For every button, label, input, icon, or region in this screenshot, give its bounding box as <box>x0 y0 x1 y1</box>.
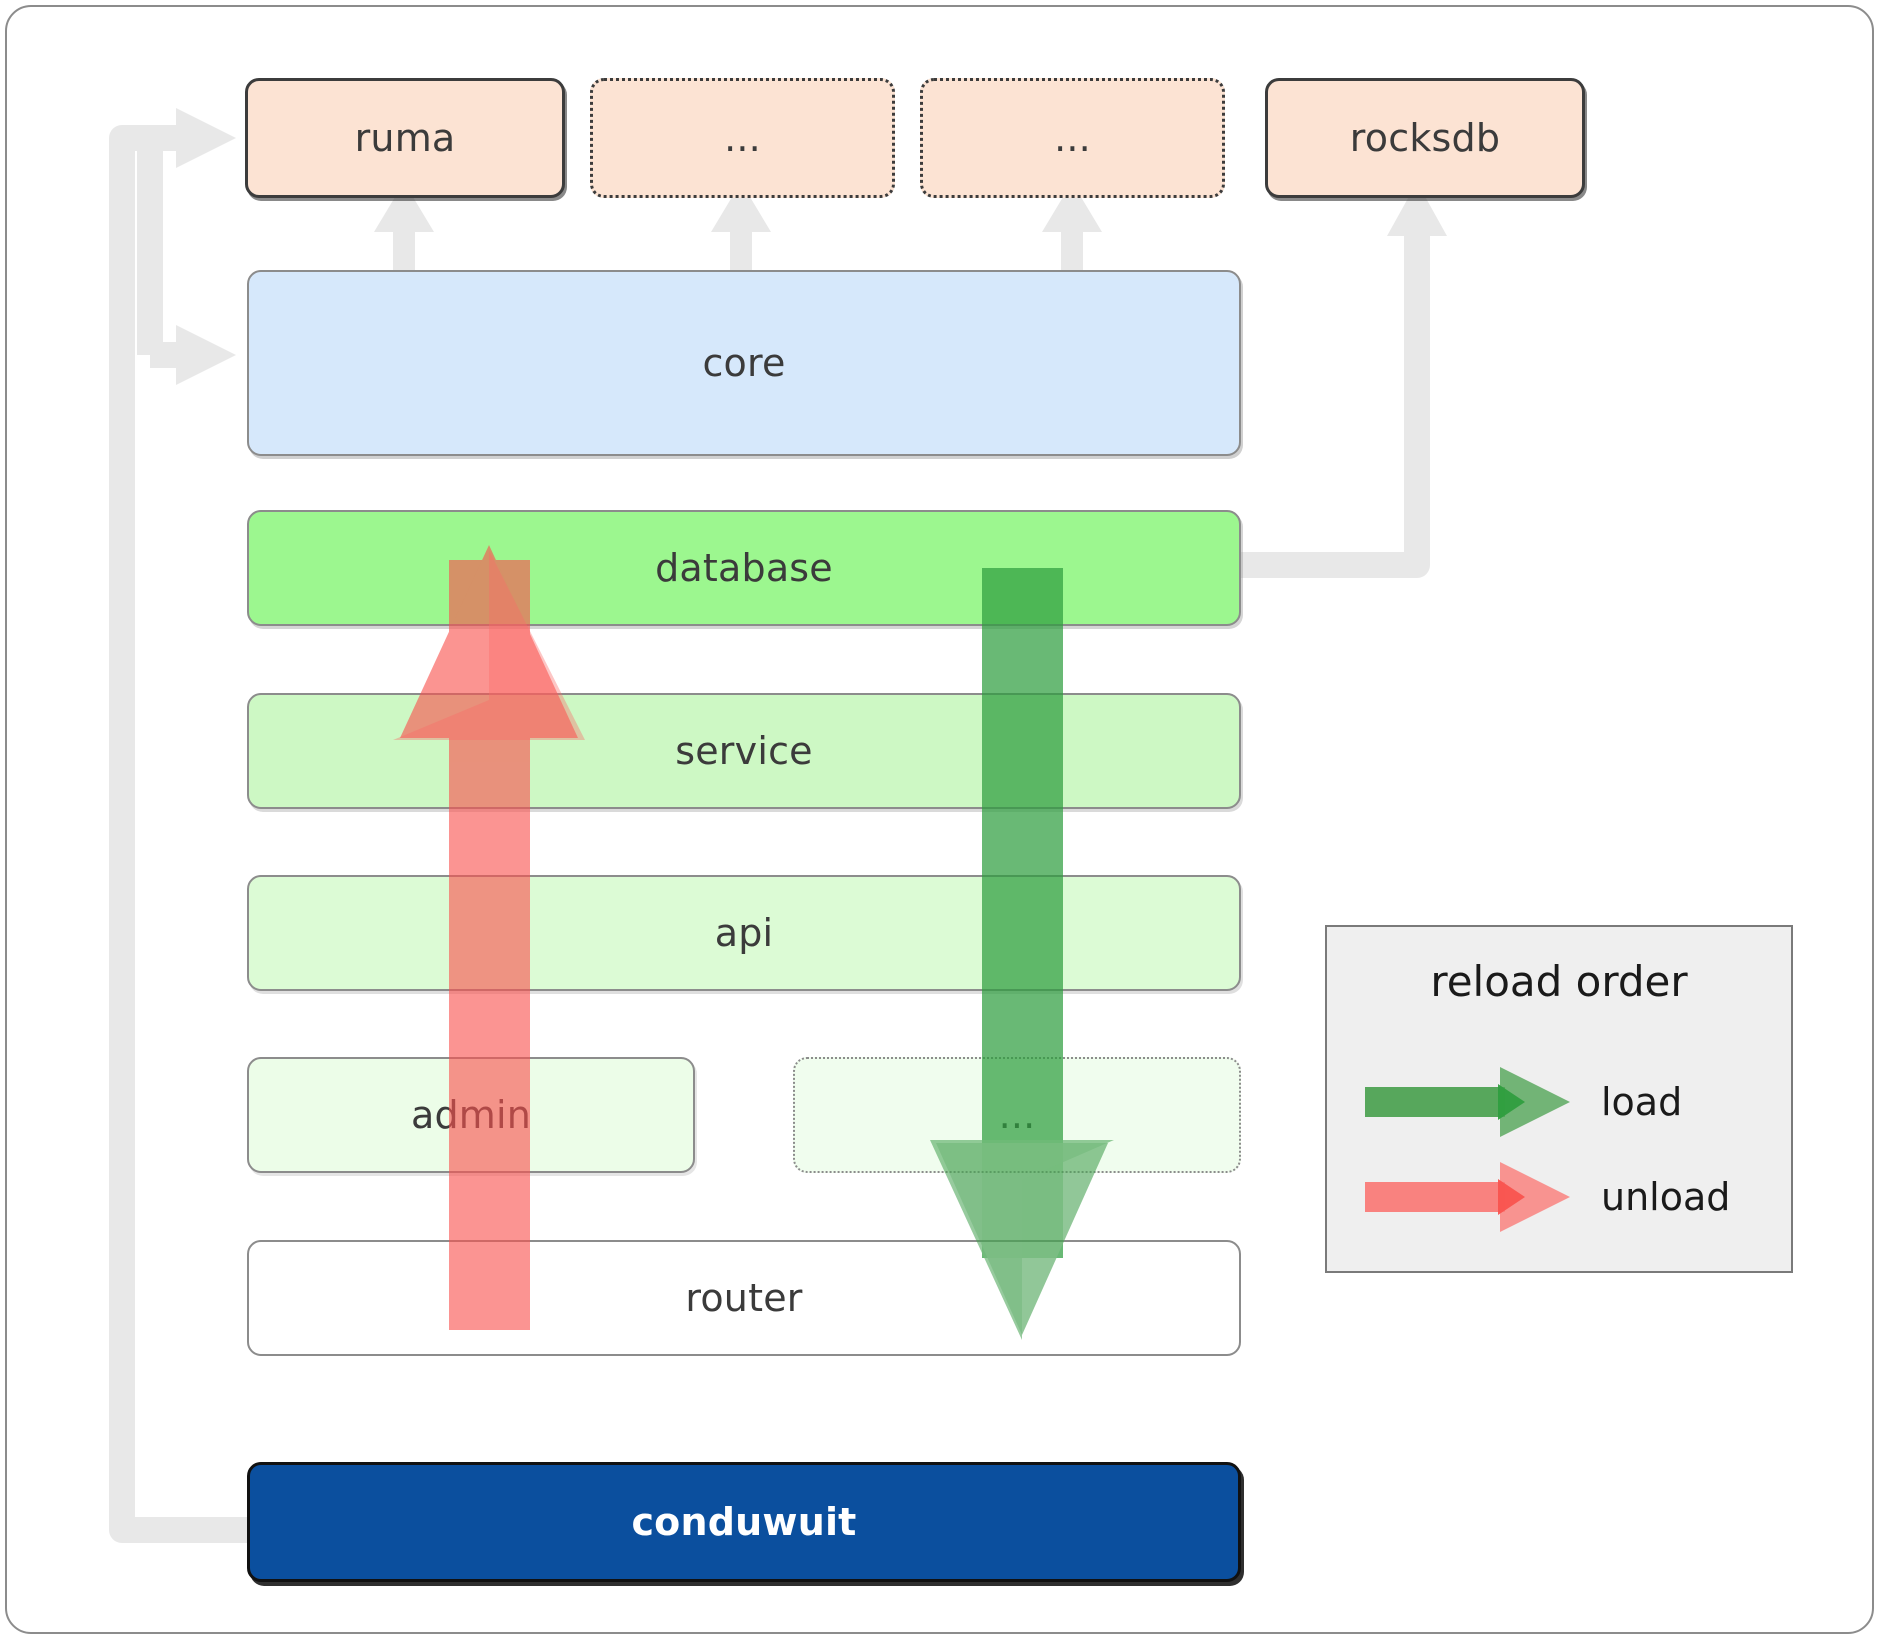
layer-box-service[interactable]: service <box>247 693 1241 809</box>
legend-label-load: load <box>1601 1080 1683 1124</box>
layer-label-database: database <box>655 546 833 590</box>
layer-label-admin: admin <box>410 1093 532 1137</box>
layer-label-api: api <box>714 911 774 955</box>
legend-row-load: load <box>1327 1062 1795 1142</box>
layer-label-dots-3: ... <box>998 1093 1036 1137</box>
dependency-label-dots-2: ... <box>1054 116 1091 160</box>
legend-title: reload order <box>1430 957 1688 1006</box>
legend-label-unload: unload <box>1601 1175 1731 1219</box>
layer-box-router[interactable]: router <box>247 1240 1241 1356</box>
legend-panel: reload order load unload <box>1325 925 1793 1273</box>
layer-label-core: core <box>702 341 786 385</box>
dependency-label-dots-1: ... <box>724 116 761 160</box>
application-box-conduwuit[interactable]: conduwuit <box>247 1462 1241 1582</box>
dependency-label-ruma: ruma <box>354 116 456 160</box>
diagram-frame <box>5 5 1874 1634</box>
application-label-conduwuit: conduwuit <box>631 1500 857 1544</box>
layer-box-dots-3[interactable]: ... <box>793 1057 1241 1173</box>
legend-row-unload: unload <box>1327 1157 1795 1237</box>
layer-label-service: service <box>675 729 813 773</box>
dependency-box-dots-2[interactable]: ... <box>920 78 1225 198</box>
layer-box-database[interactable]: database <box>247 510 1241 626</box>
dependency-box-rocksdb[interactable]: rocksdb <box>1265 78 1585 198</box>
layer-box-core[interactable]: core <box>247 270 1241 456</box>
layer-box-admin[interactable]: admin <box>247 1057 695 1173</box>
dependency-label-rocksdb: rocksdb <box>1349 116 1501 160</box>
dependency-box-dots-1[interactable]: ... <box>590 78 895 198</box>
load-arrow-icon <box>1365 1067 1570 1137</box>
unload-arrow-icon <box>1365 1162 1570 1232</box>
layer-box-api[interactable]: api <box>247 875 1241 991</box>
dependency-box-ruma[interactable]: ruma <box>245 78 565 198</box>
layer-label-router: router <box>685 1276 803 1320</box>
